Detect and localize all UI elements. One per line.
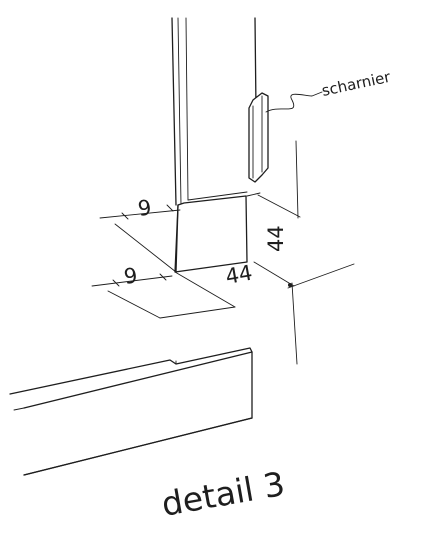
dim-height-guide-bottom	[291, 282, 298, 365]
dim-height-extension-top	[257, 194, 301, 218]
dim-lower-tick-1	[112, 279, 120, 287]
rail-end-left	[13, 407, 25, 411]
dimension-width-44: 44	[159, 261, 254, 319]
hinge-callout-label: scharnier	[320, 68, 393, 100]
dim-lower-extension	[107, 290, 161, 319]
tenon-block	[174, 192, 261, 273]
dim-height-value: 44	[264, 225, 288, 252]
dim-height-baseline	[253, 261, 295, 287]
tenon-front-face	[174, 195, 248, 273]
dim-width-extension	[174, 271, 236, 308]
hinge-leaf	[248, 92, 269, 183]
tenon-top-right	[246, 192, 261, 197]
dim-lower-tick-2	[159, 273, 167, 281]
stile-inner-edge-2	[185, 17, 189, 201]
dim-height-horizontal	[287, 263, 355, 289]
dim-upper-extension	[114, 223, 177, 273]
rail-bottom-edge	[23, 417, 253, 476]
tenon-left-edge	[175, 204, 179, 273]
stile-inner-edge-1	[177, 17, 182, 206]
dim-lower-value: 9	[122, 263, 139, 289]
dim-upper-tick-2	[166, 204, 174, 212]
stile-left-edge	[171, 17, 177, 206]
rail-outline	[9, 347, 253, 476]
dim-upper-tick-1	[121, 212, 129, 220]
dimension-lower-9: 9	[91, 263, 173, 319]
vertical-stile	[171, 17, 257, 206]
stile-right-edge	[254, 17, 257, 111]
hinge-callout-leader	[265, 91, 323, 113]
dim-height-guide-top	[295, 140, 299, 219]
stile-bottom-edge	[187, 191, 248, 201]
dim-upper-line	[99, 209, 181, 219]
dim-lower-line	[91, 275, 173, 287]
detail-title: detail 3	[159, 464, 288, 524]
bottom-rail	[9, 347, 253, 476]
dim-width-line	[159, 306, 236, 319]
dim-height-node	[288, 283, 292, 287]
dim-width-value: 44	[224, 261, 254, 289]
dimension-upper-9: 9	[99, 195, 181, 273]
dim-upper-value: 9	[136, 195, 153, 221]
dimension-height-44: 44	[253, 140, 355, 365]
hinge	[248, 92, 269, 183]
rail-top-front-edge	[23, 351, 253, 409]
